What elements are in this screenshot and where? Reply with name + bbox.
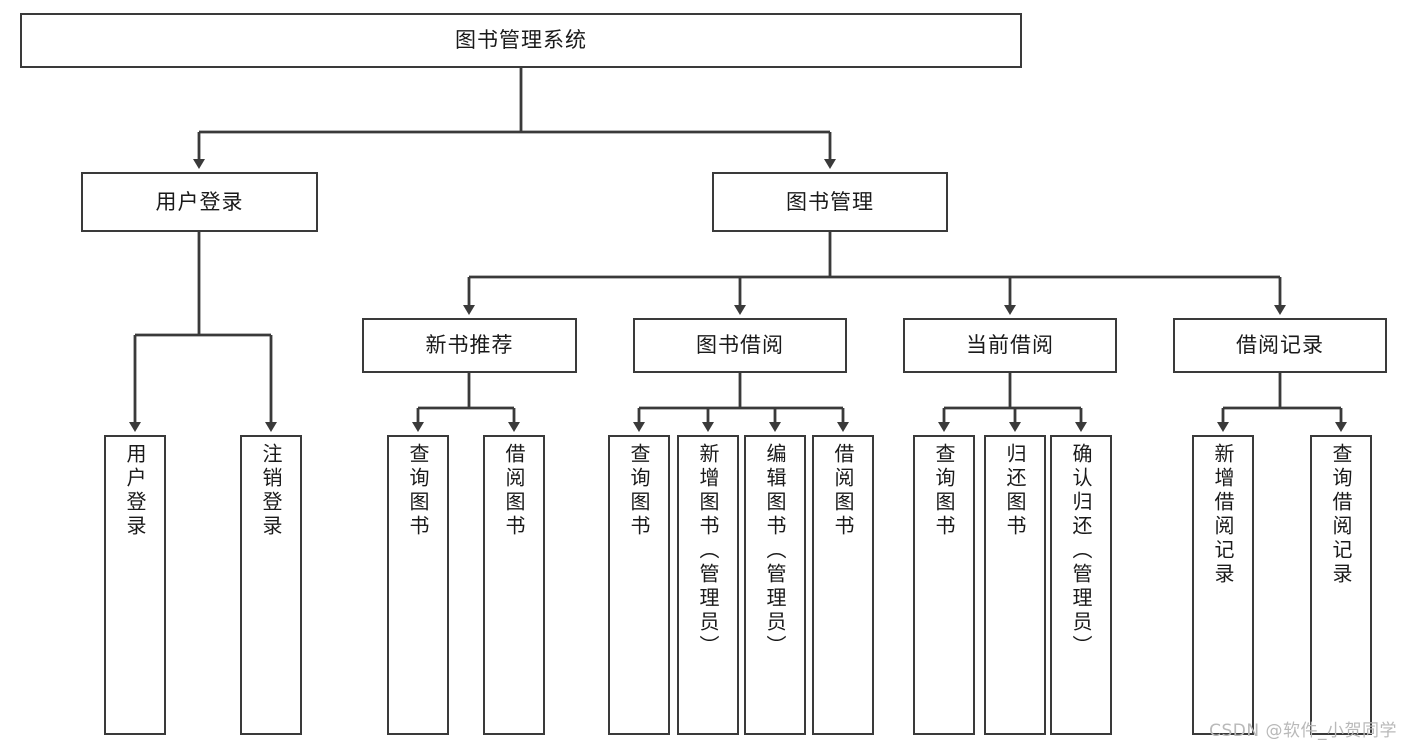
node-root-label: 图书管理系统 — [455, 28, 587, 53]
leaf-borrow-book-rec-label: 借阅图书 — [502, 443, 526, 539]
node-current-borrow[interactable]: 当前借阅 — [903, 318, 1117, 373]
leaf-query-record[interactable]: 查询借阅记录 — [1310, 435, 1372, 735]
leaf-borrow-book[interactable]: 借阅图书 — [812, 435, 874, 735]
leaf-logout[interactable]: 注销登录 — [240, 435, 302, 735]
leaf-query-current-label: 查询图书 — [932, 443, 956, 539]
node-new-book-rec-label: 新书推荐 — [425, 333, 514, 358]
leaf-query-book-rec-label: 查询图书 — [406, 443, 430, 539]
node-book-borrow[interactable]: 图书借阅 — [633, 318, 847, 373]
leaf-query-record-label: 查询借阅记录 — [1329, 443, 1353, 587]
leaf-user-login[interactable]: 用户登录 — [104, 435, 166, 735]
leaf-confirm-return[interactable]: 确认归还（管理员） — [1050, 435, 1112, 735]
leaf-logout-label: 注销登录 — [259, 443, 283, 539]
leaf-query-book[interactable]: 查询图书 — [608, 435, 670, 735]
leaf-query-book-label: 查询图书 — [627, 443, 651, 539]
leaf-edit-book[interactable]: 编辑图书（管理员） — [744, 435, 806, 735]
leaf-add-book[interactable]: 新增图书（管理员） — [677, 435, 739, 735]
leaf-add-book-label: 新增图书（管理员） — [696, 443, 720, 659]
watermark: CSDN @软件_小贺同学 — [1209, 721, 1397, 741]
node-borrow-record[interactable]: 借阅记录 — [1173, 318, 1387, 373]
node-user-login[interactable]: 用户登录 — [81, 172, 318, 232]
leaf-return-book[interactable]: 归还图书 — [984, 435, 1046, 735]
leaf-user-login-label: 用户登录 — [123, 443, 147, 539]
leaf-add-record-label: 新增借阅记录 — [1211, 443, 1235, 587]
node-current-borrow-label: 当前借阅 — [966, 333, 1054, 358]
node-root[interactable]: 图书管理系统 — [20, 13, 1022, 68]
leaf-borrow-book-label: 借阅图书 — [831, 443, 855, 539]
node-borrow-record-label: 借阅记录 — [1236, 333, 1324, 358]
node-book-manage[interactable]: 图书管理 — [712, 172, 948, 232]
leaf-return-book-label: 归还图书 — [1003, 443, 1027, 539]
leaf-borrow-book-rec[interactable]: 借阅图书 — [483, 435, 545, 735]
node-book-manage-label: 图书管理 — [786, 189, 874, 214]
leaf-edit-book-label: 编辑图书（管理员） — [763, 443, 787, 659]
leaf-query-book-rec[interactable]: 查询图书 — [387, 435, 449, 735]
leaf-confirm-return-label: 确认归还（管理员） — [1069, 443, 1093, 659]
node-book-borrow-label: 图书借阅 — [696, 333, 784, 358]
leaf-add-record[interactable]: 新增借阅记录 — [1192, 435, 1254, 735]
node-new-book-rec[interactable]: 新书推荐 — [362, 318, 577, 373]
leaf-query-current[interactable]: 查询图书 — [913, 435, 975, 735]
node-user-login-label: 用户登录 — [155, 189, 244, 214]
